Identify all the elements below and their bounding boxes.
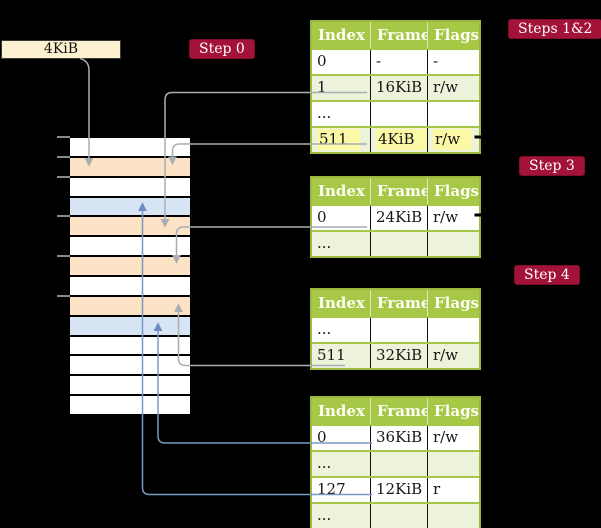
table-row: ... [312,100,479,126]
table-row: ... [312,502,479,528]
table-row: 0 36KiB r/w [312,424,479,450]
column-header-flags: Flags [427,398,479,424]
page-table-step3: Index Frame Flags 0 24KiB r/w ... [310,176,481,258]
memory-row-blue [70,316,190,335]
cell-flags [427,452,479,476]
cell-flags [427,504,479,528]
cell-index: 511 [312,128,370,152]
column-header-frame: Frame [370,290,427,316]
memory-row-orange [70,296,190,315]
table-row: 0 24KiB r/w [312,204,479,230]
cell-frame [370,504,427,528]
column-header-frame: Frame [370,22,427,48]
memory-row-white [70,138,190,156]
table-row: 1 16KiB r/w [312,74,479,100]
cell-frame [370,102,427,126]
cell-index: ... [317,234,332,252]
cell-index: 1 [317,78,327,96]
step-0-label: Step 0 [189,39,255,59]
memory-tick [57,156,70,158]
cell-flags: r/w [427,76,479,100]
cell-frame: 36KiB [370,426,427,450]
memory-row-white [70,376,190,395]
highlight: 511 [317,129,360,150]
memory-tick [57,255,70,257]
table-row-highlighted: 511 4KiB r/w [312,126,479,152]
page-table-step4-lower: Index Frame Flags 0 36KiB r/w ... 127 12… [310,396,481,528]
cell-flags [427,102,479,126]
cell-flags: r/w [427,344,479,368]
memory-row-white [70,396,190,415]
cell-frame: 12KiB [370,478,427,502]
memory-row-white [70,177,190,196]
memory-tick [57,295,70,297]
column-header-flags: Flags [427,290,479,316]
step-4-label: Step 4 [514,265,580,285]
cell-index: 0 [317,208,327,226]
steps-1-2-label: Steps 1&2 [508,19,601,39]
table-row: ... [312,316,479,342]
cell-frame: - [370,50,427,74]
memory-tick [57,215,70,217]
cell-flags [427,318,479,342]
cell-index: 0 [317,428,327,446]
cell-index: 0 [317,52,327,70]
table-row: 511 32KiB r/w [312,342,479,368]
memory-tick [57,176,70,178]
highlight: 4KiB [376,129,427,150]
cell-flags: r/w [427,128,479,152]
column-header-index: Index [318,26,365,44]
cell-flags: r/w [427,426,479,450]
memory-row-white [70,237,190,256]
table-row: ... [312,230,479,256]
cell-index: 127 [317,480,346,498]
cell-frame [370,452,427,476]
highlight: r/w [433,129,473,150]
table-row: 0 - - [312,48,479,74]
memory-row-white [70,356,190,375]
cell-frame: 4KiB [370,128,427,152]
memory-row-white [70,336,190,355]
cell-index: 511 [317,346,346,364]
cell-frame [370,232,427,256]
cell-index: ... [317,506,332,524]
table-header-row: Index Frame Flags [312,398,479,424]
table-row: 127 12KiB r [312,476,479,502]
column-header-frame: Frame [370,398,427,424]
column-header-flags: Flags [427,22,479,48]
column-header-index: Index [318,402,365,420]
table-header-row: Index Frame Flags [312,178,479,204]
column-header-frame: Frame [370,178,427,204]
memory-row-orange [70,157,190,176]
cell-flags: r [427,478,479,502]
memory-row-orange [70,217,190,236]
memory-column [70,138,190,415]
memory-row-blue [70,197,190,216]
frame-size-box: 4KiB [1,40,121,59]
cell-index: ... [317,104,332,122]
column-header-index: Index [318,294,365,312]
page-table-step4-upper: Index Frame Flags ... 511 32KiB r/w [310,288,481,370]
step-3-label: Step 3 [519,156,585,176]
column-header-flags: Flags [427,178,479,204]
cell-index: ... [317,454,332,472]
table-row: ... [312,450,479,476]
cell-frame [370,318,427,342]
memory-row-white [70,277,190,295]
cell-frame: 16KiB [370,76,427,100]
cell-frame: 24KiB [370,206,427,230]
cell-index: ... [317,320,332,338]
cell-frame: 32KiB [370,344,427,368]
cell-flags: - [427,50,479,74]
table-header-row: Index Frame Flags [312,22,479,48]
table-header-row: Index Frame Flags [312,290,479,316]
cell-flags [427,232,479,256]
memory-tick [57,136,70,138]
page-table-steps12: Index Frame Flags 0 - - 1 16KiB r/w ... … [310,20,481,154]
column-header-index: Index [318,182,365,200]
cell-flags: r/w [427,206,479,230]
memory-row-orange [70,257,190,276]
